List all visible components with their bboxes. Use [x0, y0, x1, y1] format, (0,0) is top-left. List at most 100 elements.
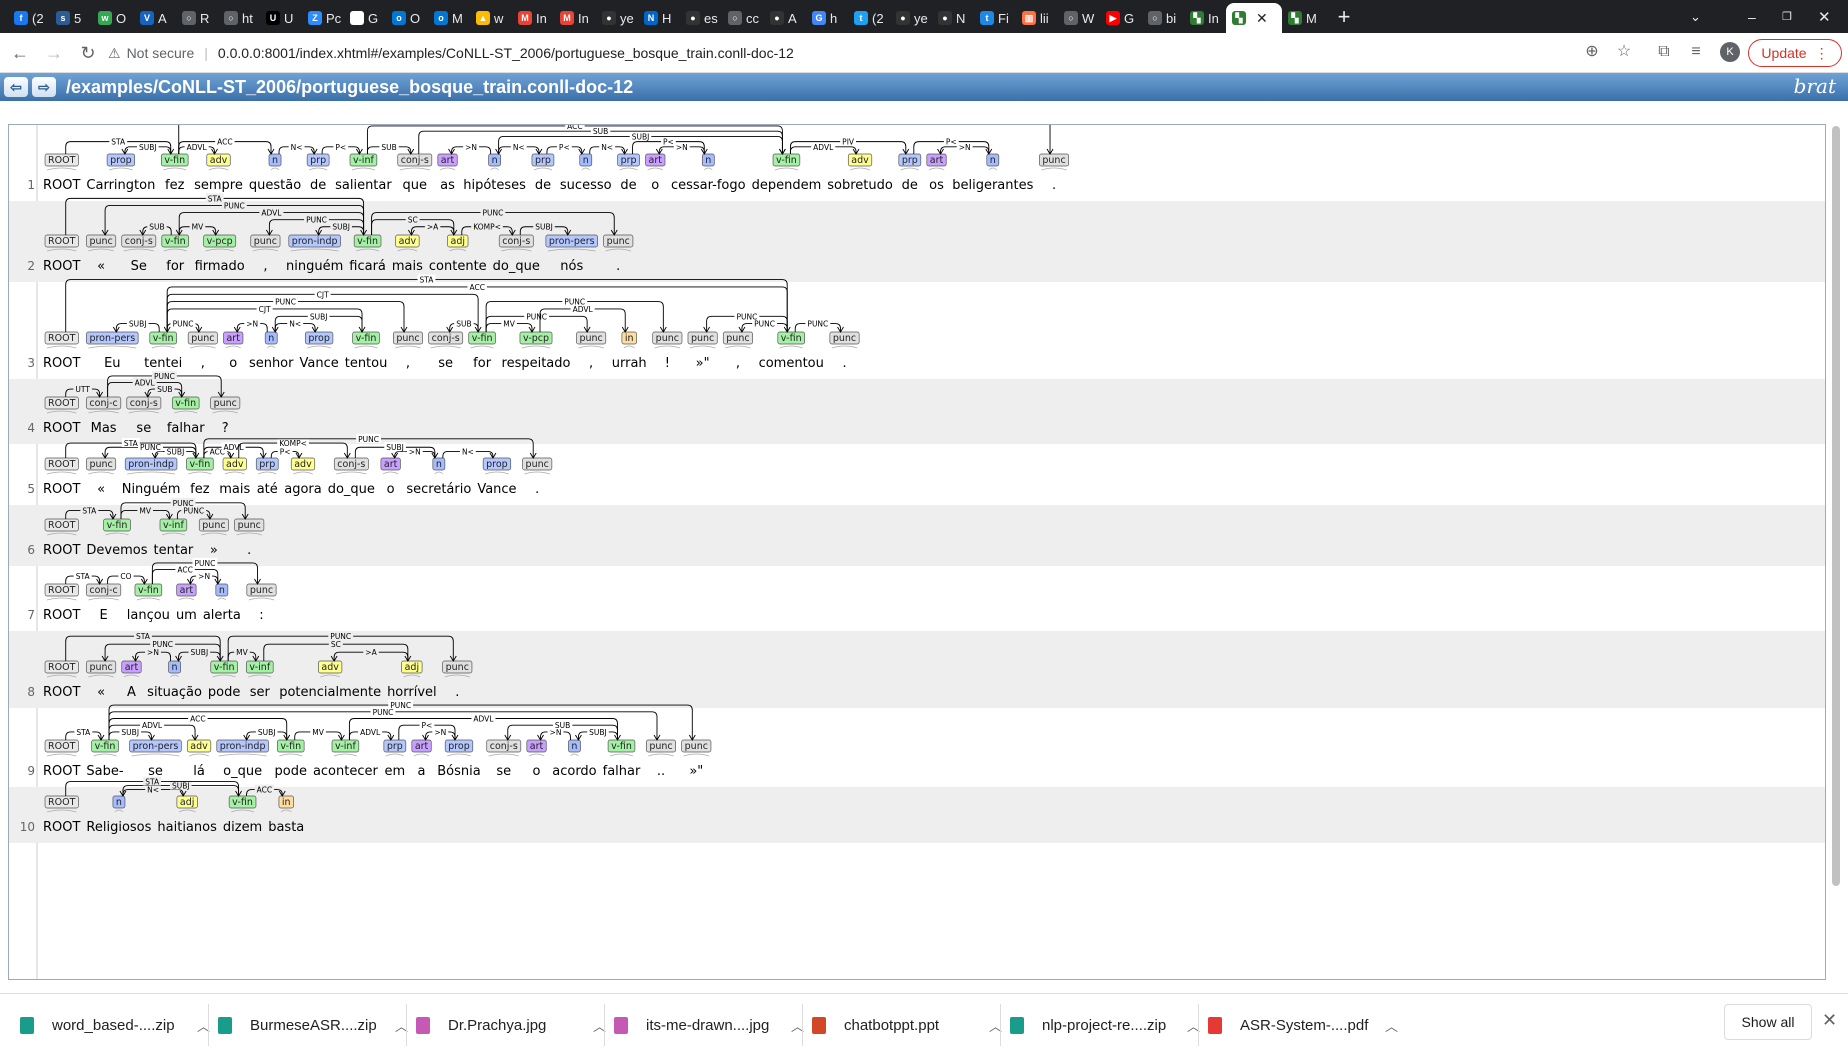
pos-tag-box[interactable]: [519, 331, 553, 345]
browser-tab[interactable]: ○bi: [1142, 3, 1184, 33]
token-word[interactable]: questão: [249, 178, 301, 193]
token-word[interactable]: Se: [131, 259, 147, 274]
token-word[interactable]: ROOT: [43, 259, 80, 274]
pos-tag-box[interactable]: [652, 331, 683, 345]
arc-label[interactable]: PUNC: [373, 708, 394, 717]
pos-tag-box[interactable]: [681, 739, 712, 753]
pos-tag-box[interactable]: [829, 331, 860, 345]
arc-label[interactable]: ACC: [190, 715, 205, 724]
arc-label[interactable]: PUNC: [152, 640, 173, 649]
browser-tab[interactable]: ▥lii: [1016, 3, 1058, 33]
sentence-number[interactable]: 9: [27, 764, 35, 778]
token-word[interactable]: falhar: [167, 421, 205, 436]
arc-label[interactable]: SUBJ: [258, 728, 276, 737]
download-item[interactable]: its-me-drawn....jpg︿: [614, 1008, 804, 1042]
token-word[interactable]: Eu: [104, 356, 120, 371]
pos-tag-box[interactable]: [772, 153, 801, 167]
arc-label[interactable]: N<: [462, 447, 474, 456]
pos-tag-box[interactable]: [264, 331, 278, 345]
maximize-button[interactable]: ❐: [1782, 11, 1792, 23]
arc-label[interactable]: PUNC: [604, 125, 625, 126]
arc-label[interactable]: PUNC: [526, 312, 547, 321]
pos-tag-box[interactable]: [278, 795, 294, 809]
arc-label[interactable]: STA: [124, 439, 139, 448]
token-word[interactable]: Sabe-: [86, 764, 123, 779]
arc-label[interactable]: KOMP<: [473, 223, 501, 232]
token-word[interactable]: se: [438, 356, 453, 371]
arc-label[interactable]: N<: [289, 320, 301, 329]
pos-tag-box[interactable]: [522, 457, 553, 471]
minimize-button[interactable]: –: [1748, 8, 1756, 25]
arc-label[interactable]: SUB: [157, 385, 172, 394]
pos-tag-box[interactable]: [176, 583, 197, 597]
token-word[interactable]: Vance: [299, 356, 338, 371]
arc-label[interactable]: PUNC: [183, 506, 204, 515]
browser-tab[interactable]: ○W: [1058, 3, 1100, 33]
arc-label[interactable]: >N: [676, 143, 688, 152]
arc-label[interactable]: ADVL: [813, 143, 834, 152]
pos-tag-box[interactable]: [442, 660, 473, 674]
vertical-scrollbar[interactable]: [1830, 112, 1842, 992]
pos-tag-box[interactable]: [304, 331, 334, 345]
pos-tag-box[interactable]: [411, 739, 432, 753]
arc-label[interactable]: MV: [503, 320, 515, 329]
token-word[interactable]: ninguém: [286, 259, 343, 274]
token-word[interactable]: lançou: [127, 608, 170, 623]
arc-label[interactable]: SUB: [593, 127, 608, 136]
pos-tag-box[interactable]: [395, 234, 420, 248]
pos-tag-box[interactable]: [579, 153, 593, 167]
arc-label[interactable]: >N: [550, 728, 562, 737]
arc-label[interactable]: PUNC: [482, 209, 503, 218]
pos-tag-box[interactable]: [568, 739, 581, 753]
token-word[interactable]: respeitado: [502, 356, 571, 371]
pos-tag-box[interactable]: [447, 234, 469, 248]
pos-tag-box[interactable]: [44, 457, 79, 471]
bookmark-star-icon[interactable]: ☆: [1616, 43, 1632, 60]
token-word[interactable]: ser: [250, 685, 271, 700]
pos-tag-box[interactable]: [498, 234, 534, 248]
pos-tag-box[interactable]: [86, 331, 139, 345]
back-button[interactable]: ←: [11, 42, 29, 63]
token-word[interactable]: for: [473, 356, 492, 371]
pos-tag-box[interactable]: [290, 457, 316, 471]
token-word[interactable]: de: [310, 178, 326, 193]
token-word[interactable]: acordo: [552, 764, 596, 779]
browser-tab[interactable]: ●ye: [596, 3, 638, 33]
pos-tag-box[interactable]: [276, 739, 305, 753]
arc-label[interactable]: SUBJ: [310, 312, 328, 321]
token-word[interactable]: que: [403, 178, 428, 193]
browser-tab[interactable]: f(2: [8, 3, 50, 33]
pos-tag-box[interactable]: [488, 153, 501, 167]
token-word[interactable]: de: [535, 178, 551, 193]
pos-tag-box[interactable]: [86, 583, 122, 597]
arc-label[interactable]: >N: [198, 572, 210, 581]
browser-tab[interactable]: ▚In: [1184, 3, 1226, 33]
pos-tag-box[interactable]: [722, 331, 753, 345]
token-word[interactable]: tentei: [144, 356, 182, 371]
token-word[interactable]: E: [100, 608, 108, 623]
pos-tag-box[interactable]: [393, 331, 423, 345]
pos-tag-box[interactable]: [444, 739, 474, 753]
arc-label[interactable]: PUNC: [306, 216, 327, 225]
arc-label[interactable]: MV: [139, 506, 151, 515]
arc-label[interactable]: ACC: [469, 283, 484, 292]
pos-tag-box[interactable]: [159, 518, 188, 532]
token-word[interactable]: ?: [222, 421, 229, 436]
token-word[interactable]: o: [229, 356, 237, 371]
download-item[interactable]: Dr.Prachya.jpg︿: [416, 1008, 606, 1042]
token-word[interactable]: se: [148, 764, 163, 779]
arc-label[interactable]: SUB: [381, 143, 396, 152]
chevron-up-icon[interactable]: ︿: [790, 1018, 804, 1034]
token-word[interactable]: «: [97, 259, 105, 274]
browser-tab[interactable]: ▚✕: [1226, 3, 1282, 33]
arc-label[interactable]: SUBJ: [632, 132, 650, 141]
pos-tag-box[interactable]: [129, 739, 182, 753]
token-word[interactable]: dependem: [752, 178, 822, 193]
pos-tag-box[interactable]: [526, 739, 547, 753]
arc-label[interactable]: ADVL: [360, 728, 381, 737]
arc-label[interactable]: >N: [465, 143, 477, 152]
arc-label[interactable]: ADVL: [473, 715, 494, 724]
arc-label[interactable]: N<: [291, 143, 303, 152]
token-word[interactable]: tentar: [154, 543, 194, 558]
